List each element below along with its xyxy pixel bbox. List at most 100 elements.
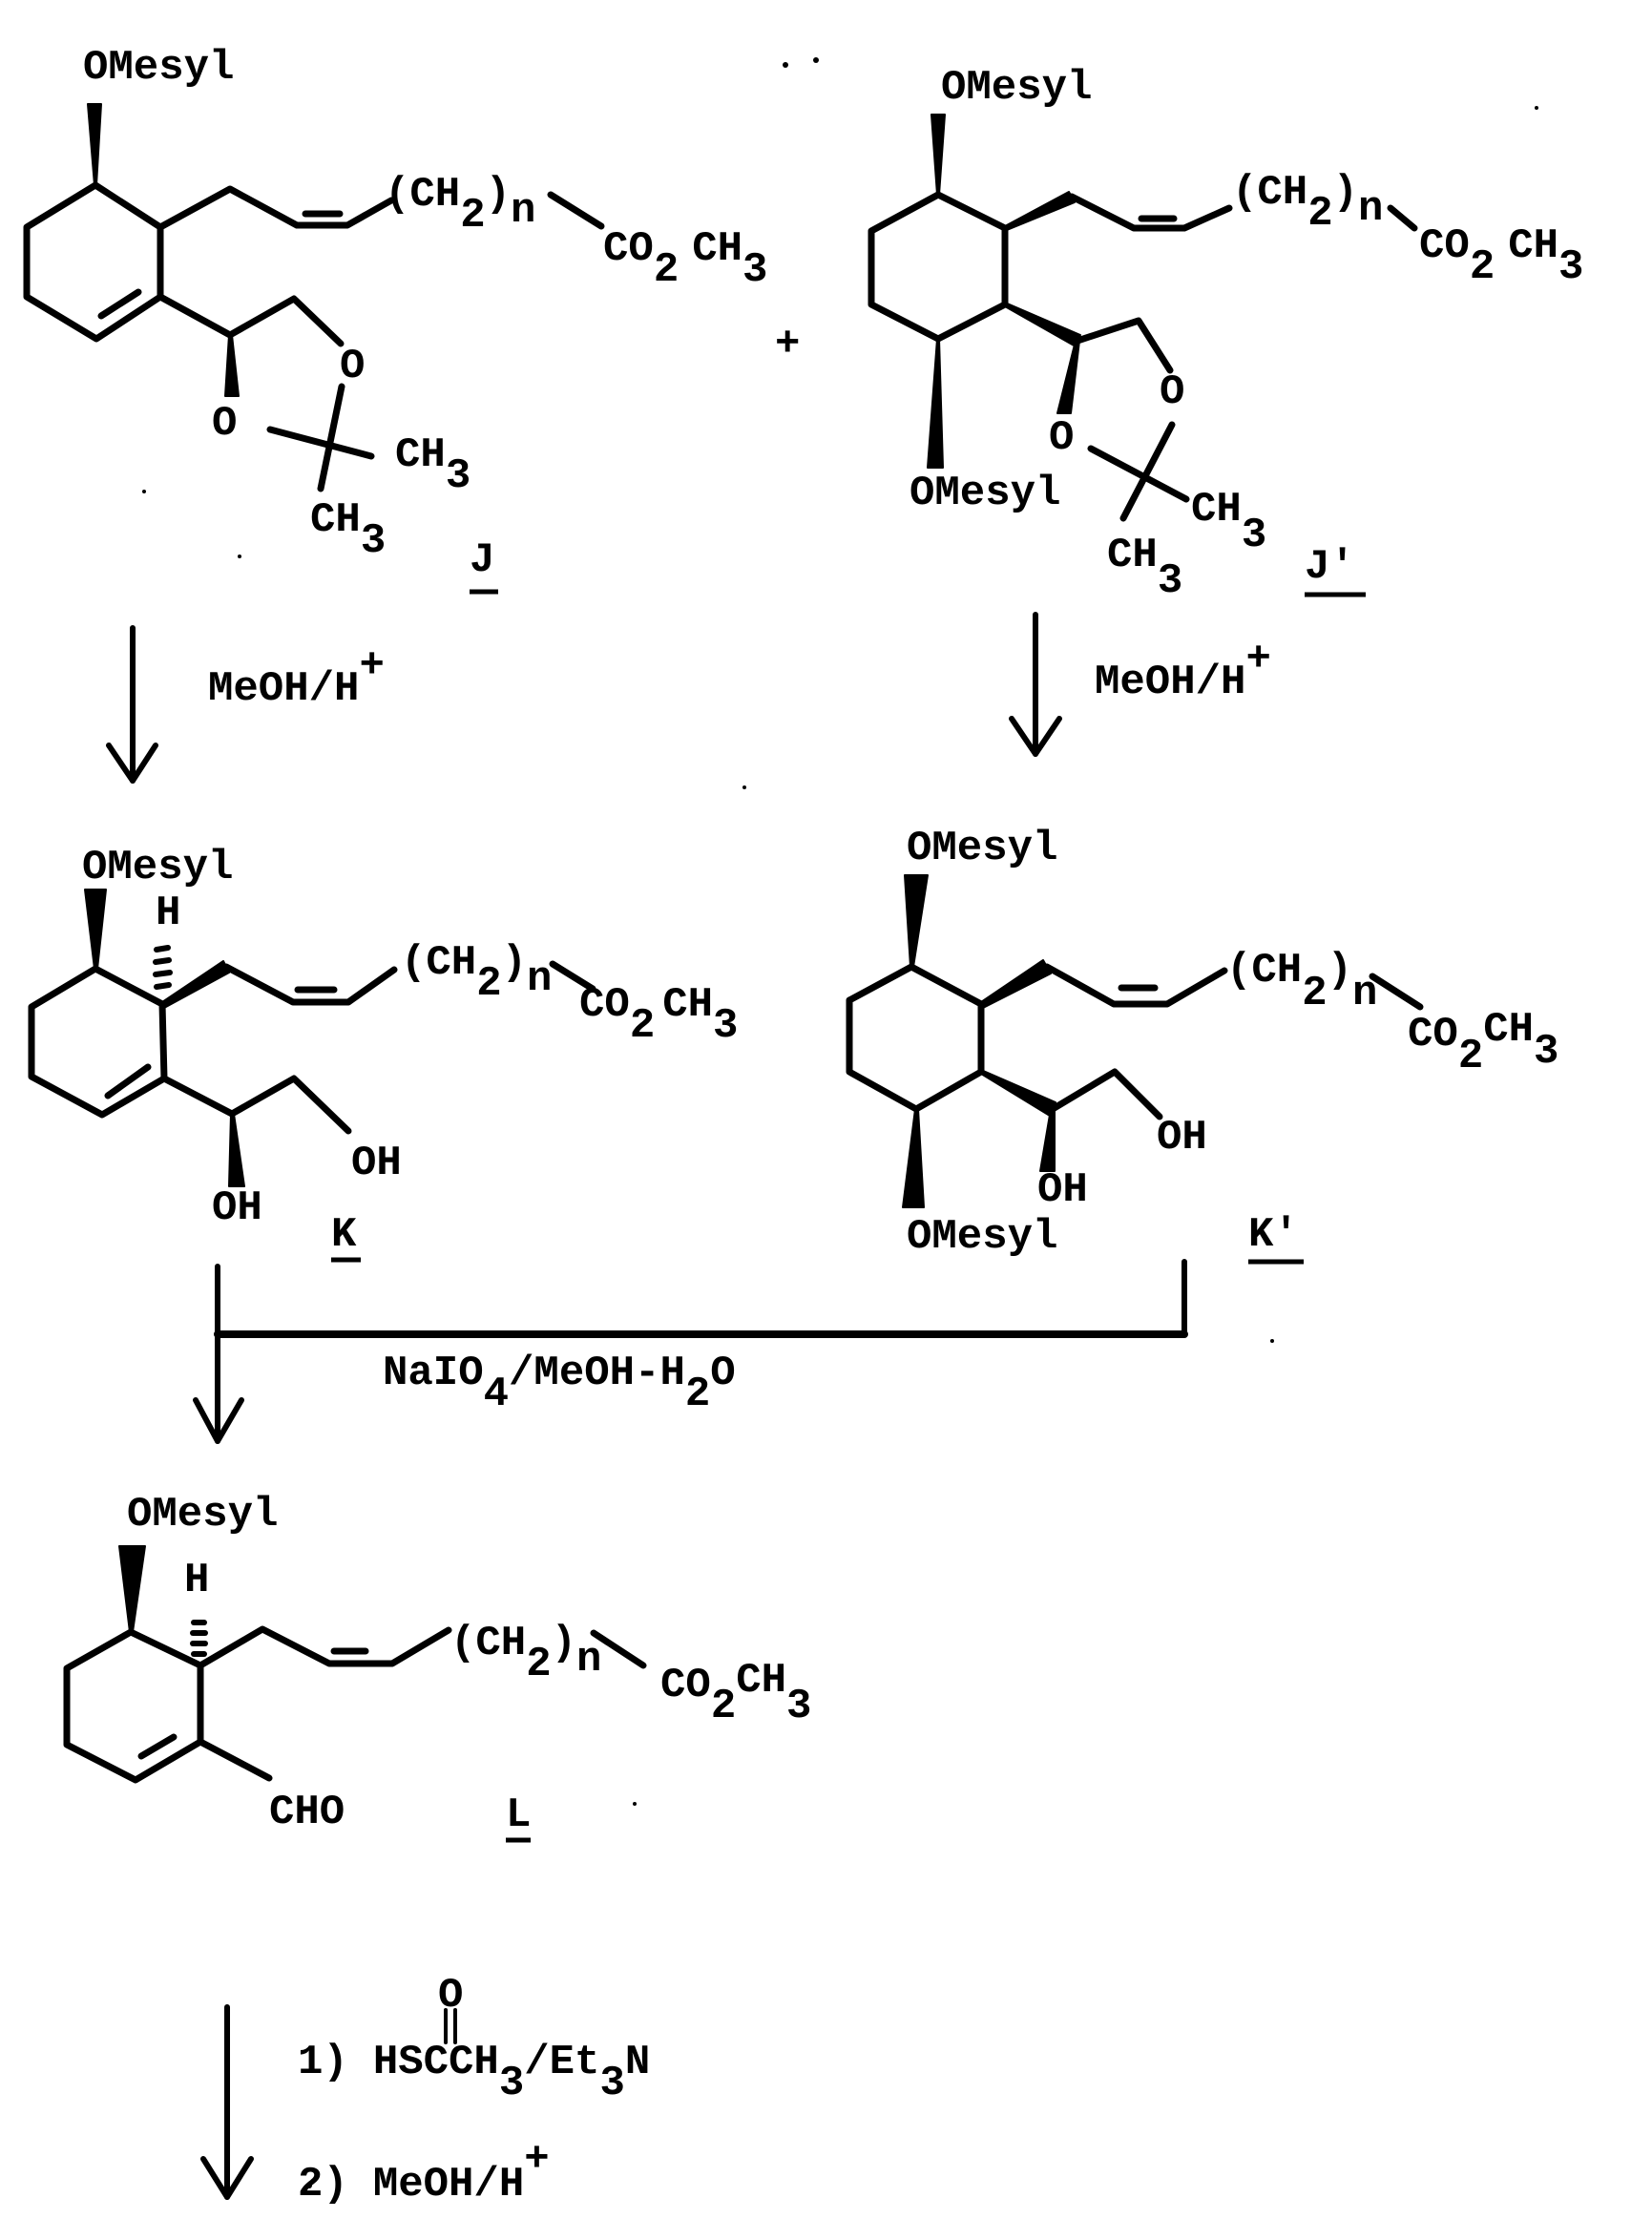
arrow-head-icon bbox=[1009, 716, 1062, 757]
methyl-label: CH3 bbox=[395, 431, 471, 500]
wedge-bond bbox=[84, 889, 107, 970]
plus-sign: + bbox=[775, 321, 800, 368]
hydroxyl-label: OH bbox=[212, 1184, 262, 1232]
ring-bonds bbox=[846, 963, 985, 1113]
chain-ch-label: (CH2)n bbox=[1232, 169, 1383, 238]
side-chain bbox=[157, 185, 395, 231]
diol-bonds bbox=[160, 1075, 352, 1135]
side-chain bbox=[222, 963, 398, 1006]
chain-ch-label: (CH2)n bbox=[385, 171, 535, 240]
hydroxyl-label: OH bbox=[1037, 1166, 1088, 1214]
wedge-bond bbox=[224, 334, 240, 397]
dioxolane-bonds bbox=[157, 293, 345, 347]
hydrogen-label: H bbox=[156, 890, 180, 937]
compound-label-l: L bbox=[506, 1791, 531, 1839]
wedge-bond bbox=[1004, 191, 1076, 231]
arrow-head-icon bbox=[106, 743, 158, 784]
ring-bonds bbox=[868, 191, 1009, 343]
reagent-label: MeOH/H+ bbox=[1095, 636, 1271, 706]
aldehyde-bond bbox=[197, 1738, 273, 1782]
wedge-bond bbox=[87, 103, 102, 186]
reagent-label: NaIO4/MeOH-H2O bbox=[383, 1350, 736, 1418]
methyl-label: CH3 bbox=[310, 496, 386, 565]
oxygen-label: O bbox=[340, 343, 365, 390]
omesyl-label: OMesyl bbox=[82, 844, 233, 891]
step-1-reagent: 1)HSCCH3/Et3N bbox=[298, 2039, 650, 2107]
carbonyl-oxygen-label: O bbox=[438, 1972, 463, 2020]
compound-label-k: K bbox=[331, 1211, 357, 1259]
scan-artifacts bbox=[142, 57, 1538, 2188]
wedge-bond bbox=[228, 1113, 245, 1187]
wedge-bond bbox=[161, 960, 230, 1009]
chain-ch-label: (CH2)n bbox=[450, 1620, 601, 1688]
side-chain bbox=[1043, 963, 1228, 1008]
omesyl-label: OMesyl bbox=[941, 64, 1092, 112]
omesyl-label: OMesyl bbox=[910, 470, 1060, 517]
reagent-label: MeOH/H+ bbox=[208, 642, 385, 713]
ring-bonds bbox=[28, 965, 168, 1119]
ring-double-bond bbox=[104, 1063, 152, 1099]
compound-l: OMesyl H (CH2)n CO2CH3 CHO L bbox=[63, 1491, 811, 1843]
hydroxyl-label: OH bbox=[1157, 1114, 1207, 1162]
wedge-bond bbox=[904, 874, 929, 968]
side-chain bbox=[197, 1625, 452, 1669]
ring-bonds bbox=[23, 181, 164, 343]
wedge-bond bbox=[980, 959, 1052, 1009]
arrow-head-icon bbox=[193, 1397, 244, 1444]
wedge-bond bbox=[1056, 340, 1080, 414]
hydrogen-label: H bbox=[184, 1557, 209, 1604]
ring-double-bond bbox=[97, 288, 142, 320]
wedge-bond bbox=[902, 1108, 925, 1208]
ketal-bond bbox=[266, 426, 375, 460]
side-chain bbox=[1068, 193, 1233, 232]
ring-double-bond bbox=[137, 1733, 178, 1760]
wedge-bond bbox=[118, 1545, 146, 1633]
ester-bond bbox=[549, 960, 596, 993]
ketal-bond bbox=[317, 383, 345, 492]
wedge-bond bbox=[1004, 302, 1081, 347]
reaction-arrow-j-to-k: MeOH/H+ bbox=[106, 625, 385, 784]
ring-bonds bbox=[63, 1628, 204, 1784]
ester-bond bbox=[590, 1629, 647, 1669]
ester-label: CO2CH3 bbox=[1408, 1006, 1558, 1080]
omesyl-label: OMesyl bbox=[907, 825, 1057, 872]
oxygen-label: O bbox=[1160, 368, 1184, 416]
wedge-bond bbox=[1039, 1108, 1056, 1172]
hashed-bond bbox=[153, 945, 173, 990]
dioxolane-bonds bbox=[1074, 317, 1174, 374]
reaction-arrow-jp-to-kp: MeOH/H+ bbox=[1009, 612, 1271, 757]
omesyl-label: OMesyl bbox=[83, 44, 234, 92]
wedge-bond bbox=[980, 1069, 1056, 1117]
compound-label-j-prime: J' bbox=[1305, 543, 1355, 591]
hydroxyl-label: OH bbox=[351, 1140, 402, 1187]
reaction-arrow-l-next: 1)HSCCH3/Et3N O 2)MeOH/H+ bbox=[200, 1972, 650, 2209]
chain-ch-label: (CH2)n bbox=[401, 939, 552, 1008]
omesyl-label: OMesyl bbox=[907, 1213, 1057, 1261]
diol-bonds bbox=[1049, 1068, 1163, 1120]
methyl-label: CH3 bbox=[1107, 532, 1182, 605]
ester-bond bbox=[1387, 204, 1418, 232]
ketal-bond bbox=[1119, 421, 1176, 522]
ester-bond bbox=[1369, 973, 1424, 1011]
oxygen-label: O bbox=[1049, 414, 1074, 462]
omesyl-label: OMesyl bbox=[127, 1491, 278, 1539]
arrow-head-icon bbox=[200, 2156, 254, 2200]
compound-label-j: J bbox=[470, 536, 494, 584]
ester-bond bbox=[547, 191, 605, 230]
ester-label: CO2CH3 bbox=[660, 1657, 811, 1730]
wedge-bond bbox=[931, 114, 946, 196]
chain-ch-label: (CH2)n bbox=[1226, 947, 1377, 1017]
aldehyde-label: CHO bbox=[269, 1789, 345, 1836]
ketal-bond bbox=[1087, 445, 1190, 503]
compound-k-prime: OMesyl (CH2)n CO2CH3 OH OH OMesyl K' bbox=[846, 825, 1558, 1265]
reaction-arrow-k-to-l: NaIO4/MeOH-H2O bbox=[193, 1259, 1188, 1444]
wedge-bond bbox=[927, 338, 944, 469]
methyl-label: CH3 bbox=[1191, 486, 1266, 559]
